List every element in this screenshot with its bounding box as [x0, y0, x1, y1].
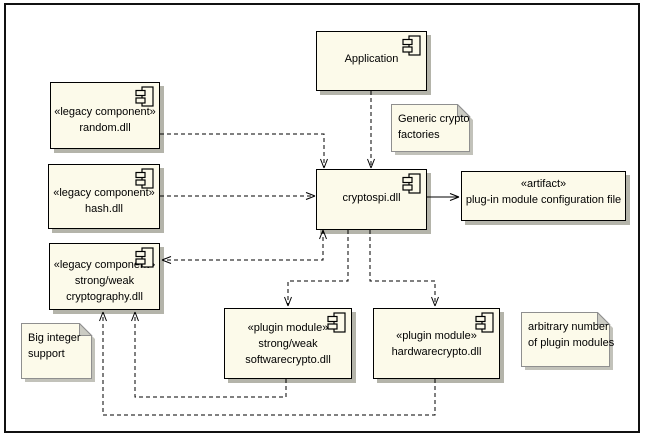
- component-stereotype: «plugin module»: [247, 321, 329, 334]
- artifact-stereotype: «artifact»: [520, 177, 567, 190]
- component-icon: [135, 247, 155, 268]
- component-name: hash.dll: [85, 203, 123, 215]
- artifact-name: plug-in module configuration file: [465, 193, 622, 206]
- component-name: cryptography.dll: [66, 291, 143, 303]
- component-icon: [475, 312, 495, 333]
- component-cryptospi-dll[interactable]: cryptospi.dll: [316, 169, 427, 230]
- component-icon: [135, 168, 155, 189]
- note-shape: [21, 323, 95, 382]
- component-name: Application: [344, 53, 399, 65]
- note-text: arbitrary number: [528, 321, 609, 333]
- note-text: support: [28, 348, 65, 360]
- component-hardwarecrypto-dll[interactable]: «plugin module» hardwarecrypto.dll: [373, 308, 500, 379]
- component-name: softwarecrypto.dll: [245, 353, 331, 366]
- note-big-integer-support[interactable]: Big integer support: [21, 323, 97, 384]
- component-icon: [135, 86, 155, 107]
- note-text: factories: [398, 129, 440, 141]
- artifact-plugin-module-configuration-file[interactable]: «artifact» plug-in module configuration …: [461, 171, 626, 221]
- component-stereotype: «legacy component»: [54, 106, 156, 118]
- component-stereotype: «plugin module»: [396, 329, 477, 342]
- component-softwarecrypto-dll[interactable]: «plugin module» strong/weak softwarecryp…: [224, 308, 352, 379]
- note-arbitrary-number-of-plugin-modules[interactable]: arbitrary number of plugin modules: [521, 312, 615, 372]
- component-stereotype: «legacy component»: [53, 259, 156, 271]
- diagram-border: [4, 3, 640, 433]
- component-hash-dll[interactable]: «legacy component» hash.dll: [48, 164, 160, 229]
- component-name: strong/weak: [74, 275, 135, 287]
- note-text: of plugin modules: [528, 337, 615, 349]
- note-text: Generic crypto: [398, 113, 470, 125]
- component-application[interactable]: Application: [316, 31, 427, 91]
- component-stereotype: «legacy component»: [53, 187, 155, 199]
- component-name: strong/weak: [258, 337, 318, 350]
- component-name: hardwarecrypto.dll: [391, 345, 482, 358]
- note-shape: [391, 104, 473, 155]
- component-icon: [327, 312, 347, 333]
- component-strongweak-cryptography-dll[interactable]: «legacy component» strong/weak cryptogra…: [49, 243, 160, 310]
- component-name: random.dll: [79, 122, 131, 134]
- note-shape: [521, 312, 613, 370]
- note-text: Big integer: [28, 332, 81, 344]
- component-name: cryptospi.dll: [342, 191, 401, 204]
- component-icon: [402, 35, 422, 56]
- note-generic-crypto-factories[interactable]: Generic crypto factories: [391, 104, 475, 157]
- component-random-dll[interactable]: «legacy component» random.dll: [50, 82, 160, 149]
- component-icon: [402, 173, 422, 194]
